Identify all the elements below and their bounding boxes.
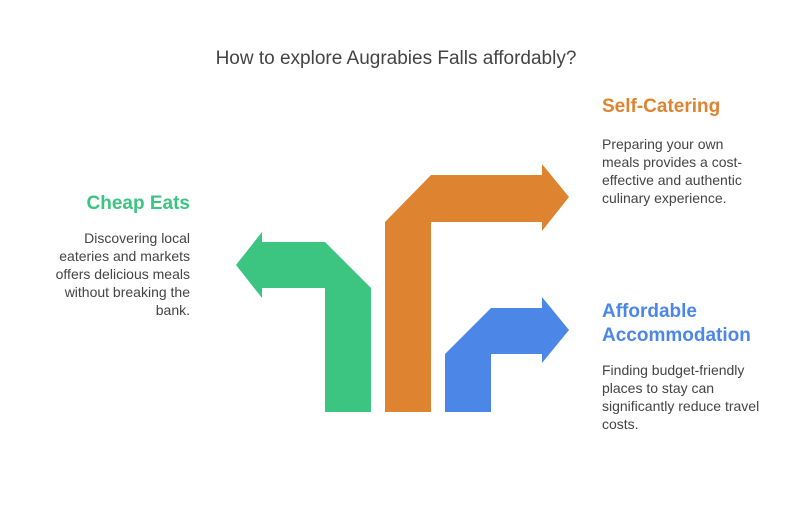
cheap-eats-arrow-bar [325,288,371,412]
affordable-accommodation-heading: Affordable Accommodation [602,301,751,346]
cheap-eats-heading: Cheap Eats [86,193,190,214]
cheap-eats-description: Discovering local eateries and markets o… [55,230,190,318]
page-title: How to explore Augrabies Falls affordabl… [215,48,577,69]
self-catering-arrow-head [385,164,569,231]
affordable-accommodation-arrow-head [445,297,569,363]
affordable-accommodation-arrow [445,297,569,412]
cheap-eats-arrow-head [236,232,371,298]
cheap-eats-arrow [236,232,371,412]
self-catering-arrow [385,164,569,412]
self-catering-arrow-bar [385,222,431,412]
affordable-accommodation-arrow-bar [445,354,491,412]
affordable-accommodation-description: Finding budget-friendly places to stay c… [602,362,760,432]
self-catering-description: Preparing your own meals provides a cost… [602,136,743,206]
self-catering-heading: Self-Catering [602,96,721,117]
